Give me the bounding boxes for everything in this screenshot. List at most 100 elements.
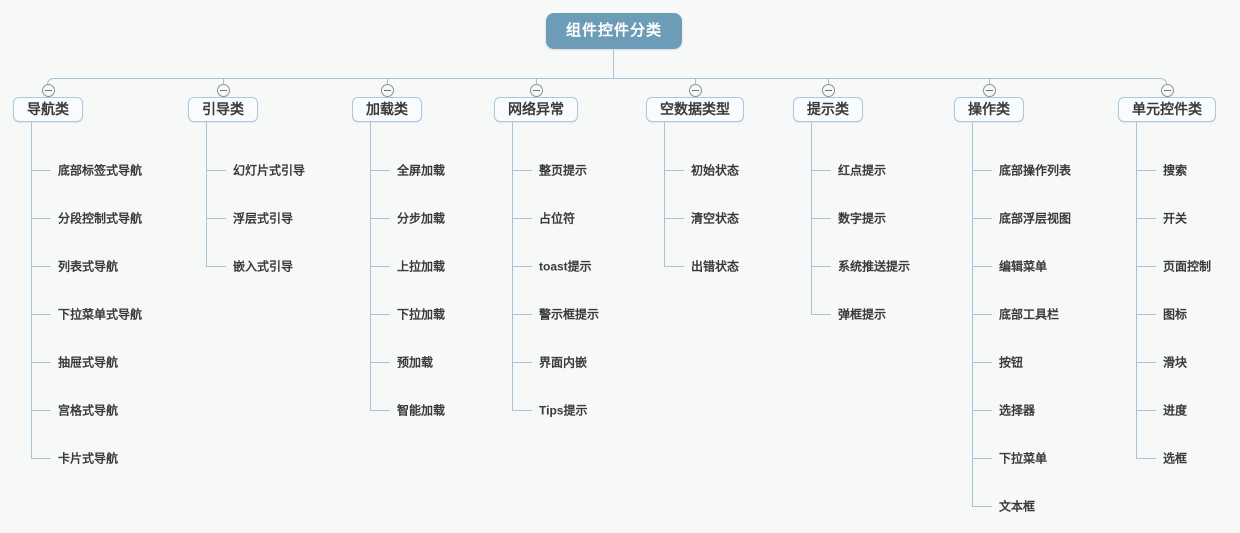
connector-line	[972, 314, 992, 315]
connector-line	[1136, 458, 1156, 459]
collapse-icon[interactable]	[821, 84, 835, 97]
child-node[interactable]: 全屏加载	[397, 163, 446, 178]
connector-line	[1136, 122, 1137, 458]
child-node[interactable]: 清空状态	[691, 211, 740, 226]
branch-node[interactable]: 网络异常	[494, 97, 578, 122]
connector-line	[972, 170, 992, 171]
child-node[interactable]: 抽屉式导航	[58, 355, 119, 370]
child-node[interactable]: 分段控制式导航	[58, 211, 143, 226]
connector-line	[1136, 170, 1156, 171]
connector-line	[31, 218, 51, 219]
child-node[interactable]: 选择器	[999, 403, 1036, 418]
child-node[interactable]: 下拉菜单	[999, 451, 1048, 466]
child-node[interactable]: 预加载	[397, 355, 434, 370]
collapse-icon[interactable]	[216, 84, 230, 97]
connector-line	[512, 170, 532, 171]
connector-line	[512, 218, 532, 219]
child-node[interactable]: 滑块	[1163, 355, 1188, 370]
connector-line	[206, 170, 226, 171]
child-node[interactable]: 图标	[1163, 307, 1188, 322]
child-node[interactable]: 下拉加载	[397, 307, 446, 322]
connector-line	[972, 362, 992, 363]
child-node[interactable]: 界面内嵌	[539, 355, 588, 370]
connector-line	[1136, 410, 1156, 411]
child-node[interactable]: 页面控制	[1163, 259, 1212, 274]
child-node[interactable]: 上拉加载	[397, 259, 446, 274]
connector-line	[972, 218, 992, 219]
child-node[interactable]: 列表式导航	[58, 259, 119, 274]
child-node[interactable]: 幻灯片式引导	[233, 163, 306, 178]
child-node[interactable]: 底部浮层视图	[999, 211, 1072, 226]
child-node[interactable]: 底部操作列表	[999, 163, 1072, 178]
child-node[interactable]: 选框	[1163, 451, 1188, 466]
connector-line	[811, 266, 831, 267]
child-node[interactable]: 卡片式导航	[58, 451, 119, 466]
child-node[interactable]: 初始状态	[691, 163, 740, 178]
connector-line	[664, 266, 684, 267]
collapse-icon[interactable]	[41, 84, 55, 97]
connector-line	[206, 266, 226, 267]
collapse-icon[interactable]	[982, 84, 996, 97]
branch-node[interactable]: 加载类	[352, 97, 422, 122]
child-node[interactable]: 智能加载	[397, 403, 446, 418]
child-node[interactable]: toast提示	[539, 259, 592, 274]
collapse-icon[interactable]	[380, 84, 394, 97]
connector-line	[370, 314, 390, 315]
child-node[interactable]: 底部工具栏	[999, 307, 1060, 322]
connector-line	[512, 266, 532, 267]
connector-line	[972, 266, 992, 267]
child-node[interactable]: Tips提示	[539, 403, 588, 418]
child-node[interactable]: 开关	[1163, 211, 1188, 226]
connector-line	[370, 218, 390, 219]
connector-line	[206, 218, 226, 219]
child-node[interactable]: 搜索	[1163, 163, 1188, 178]
connector-line	[512, 314, 532, 315]
child-node[interactable]: 按钮	[999, 355, 1024, 370]
branch-node[interactable]: 提示类	[793, 97, 863, 122]
child-node[interactable]: 红点提示	[838, 163, 887, 178]
collapse-icon[interactable]	[688, 84, 702, 97]
connector-line	[972, 458, 992, 459]
connector-line	[31, 122, 32, 458]
child-node[interactable]: 整页提示	[539, 163, 588, 178]
child-node[interactable]: 出错状态	[691, 259, 740, 274]
connector-line	[206, 122, 207, 266]
connector-line	[1136, 266, 1156, 267]
child-node[interactable]: 文本框	[999, 499, 1036, 514]
root-node[interactable]: 组件控件分类	[545, 13, 683, 49]
collapse-icon[interactable]	[1160, 84, 1174, 97]
branch-node[interactable]: 导航类	[13, 97, 83, 122]
connector-line	[47, 78, 1167, 97]
child-node[interactable]: 占位符	[539, 211, 576, 226]
connector-line	[512, 410, 532, 411]
connector-line	[31, 170, 51, 171]
connector-line	[31, 362, 51, 363]
connector-line	[31, 266, 51, 267]
connector-line	[811, 314, 831, 315]
collapse-icon[interactable]	[529, 84, 543, 97]
branch-node[interactable]: 操作类	[954, 97, 1024, 122]
child-node[interactable]: 下拉菜单式导航	[58, 307, 143, 322]
child-node[interactable]: 进度	[1163, 403, 1188, 418]
branch-node[interactable]: 引导类	[188, 97, 258, 122]
connector-line	[512, 362, 532, 363]
child-node[interactable]: 嵌入式引导	[233, 259, 294, 274]
connector-line	[811, 170, 831, 171]
child-node[interactable]: 编辑菜单	[999, 259, 1048, 274]
branch-node[interactable]: 单元控件类	[1118, 97, 1216, 122]
connector-line	[1136, 218, 1156, 219]
child-node[interactable]: 分步加载	[397, 211, 446, 226]
connector-line	[664, 170, 684, 171]
connector-line	[31, 410, 51, 411]
child-node[interactable]: 浮层式引导	[233, 211, 294, 226]
child-node[interactable]: 警示框提示	[539, 307, 600, 322]
connector-line	[613, 49, 614, 78]
branch-node[interactable]: 空数据类型	[646, 97, 744, 122]
child-node[interactable]: 数字提示	[838, 211, 887, 226]
child-node[interactable]: 底部标签式导航	[58, 163, 143, 178]
connector-line	[1136, 362, 1156, 363]
child-node[interactable]: 弹框提示	[838, 307, 887, 322]
child-node[interactable]: 系统推送提示	[838, 259, 911, 274]
child-node[interactable]: 宫格式导航	[58, 403, 119, 418]
